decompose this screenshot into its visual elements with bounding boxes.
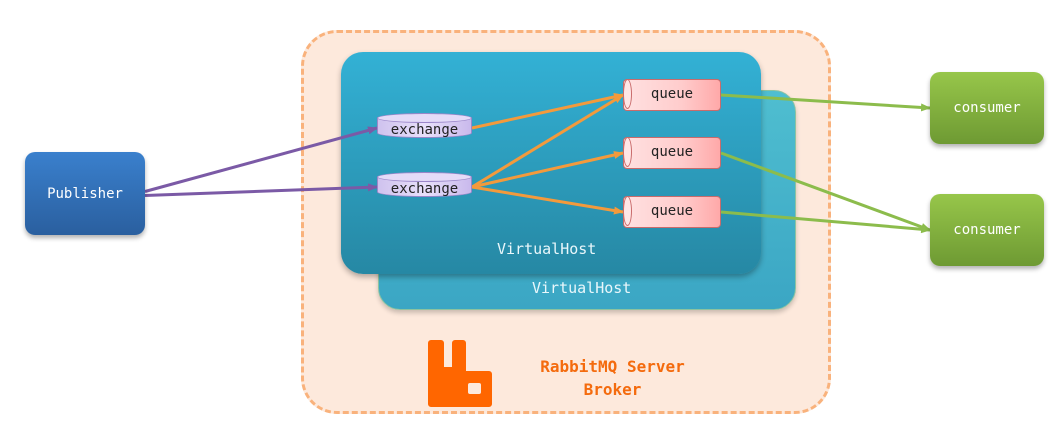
- queue-node[interactable]: queue: [623, 79, 721, 111]
- exchange-label: exchange: [390, 181, 459, 197]
- edge-exchange-2-to-queue-2: [471, 151, 624, 189]
- queue-label: queue: [650, 86, 694, 102]
- edge-queue-1-to-consumer-1: [720, 93, 931, 112]
- queue-label: queue: [650, 144, 694, 160]
- edge-exchange-2-to-queue-3: [471, 185, 624, 215]
- broker-subtitle: Broker: [583, 380, 642, 399]
- queue-label: queue: [650, 203, 694, 219]
- broker-title: RabbitMQ Server: [540, 357, 685, 376]
- queue-cylinder-icon: [623, 137, 632, 167]
- exchange-node[interactable]: exchange: [377, 172, 472, 202]
- edge-publisher-to-exchange-2: [144, 183, 378, 197]
- edge-publisher-to-exchange-1: [144, 126, 378, 193]
- consumer-label: consumer: [953, 222, 1021, 238]
- edge-exchange-1-to-queue-1: [471, 93, 624, 130]
- consumer-label: consumer: [953, 100, 1021, 116]
- consumer-node[interactable]: consumer: [930, 72, 1044, 144]
- rabbitmq-logo-icon: [428, 340, 492, 407]
- exchange-node[interactable]: exchange: [377, 113, 472, 143]
- edge-exchange-2-to-queue-1: [471, 93, 624, 189]
- queue-node[interactable]: queue: [623, 137, 721, 169]
- cylinder-icon: [377, 113, 472, 123]
- queue-cylinder-icon: [623, 79, 632, 109]
- exchange-label: exchange: [390, 122, 459, 138]
- virtual-host-back-label: VirtualHost: [532, 279, 632, 297]
- edge-queue-3-to-consumer-2: [720, 210, 931, 234]
- edge-queue-2-to-consumer-2: [720, 151, 931, 232]
- virtual-host-front-label: VirtualHost: [497, 240, 597, 258]
- cylinder-icon: [377, 172, 472, 182]
- consumer-node[interactable]: consumer: [930, 194, 1044, 266]
- queue-cylinder-icon: [623, 196, 632, 226]
- publisher-label: Publisher: [47, 185, 123, 202]
- publisher-node[interactable]: Publisher: [25, 152, 145, 235]
- queue-node[interactable]: queue: [623, 196, 721, 228]
